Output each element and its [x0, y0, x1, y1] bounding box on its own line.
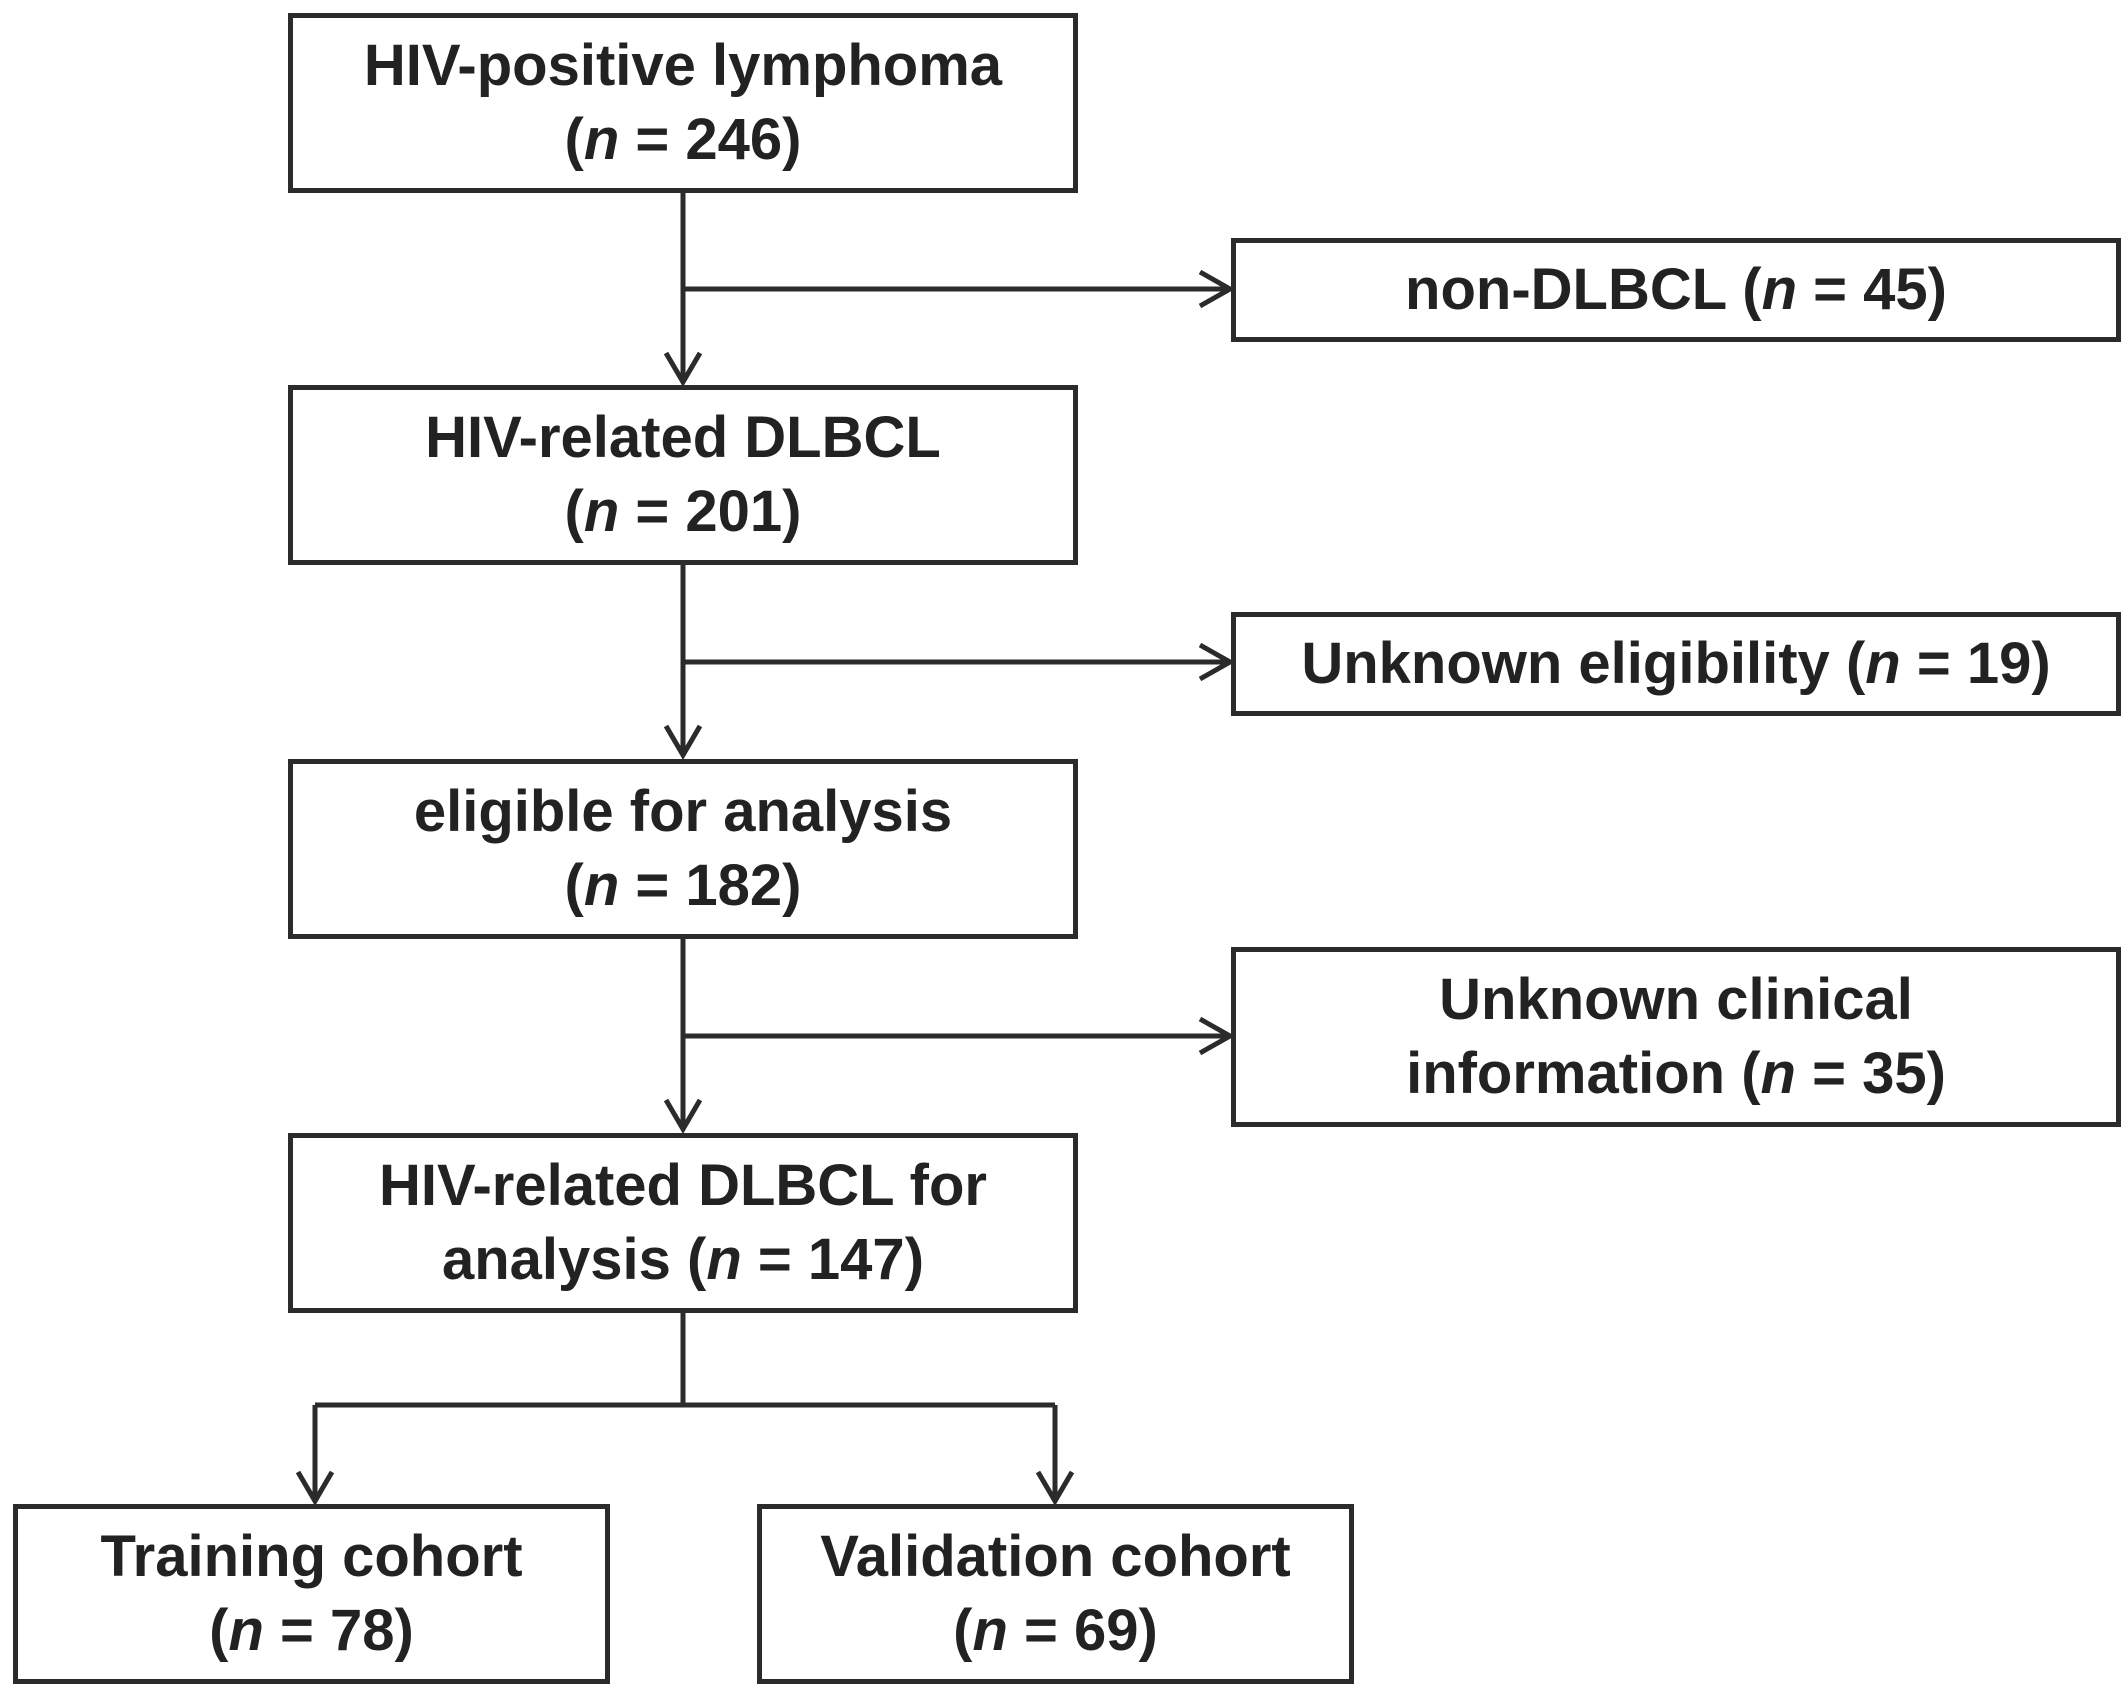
node-hiv-related-dlbcl-for-analysis: HIV-related DLBCL for analysis (n = 147): [288, 1133, 1078, 1313]
node-validation-cohort: Validation cohort (n = 69): [757, 1504, 1354, 1684]
arrowhead-training: [295, 1470, 335, 1506]
node-label: HIV-positive lymphoma: [363, 33, 1003, 98]
node-label-with-count: analysis (n = 147): [441, 1227, 925, 1292]
arrowhead-for-analysis: [663, 1098, 703, 1134]
arrowhead-non-dlbcl: [1198, 269, 1236, 309]
node-label-with-count: Unknown eligibility (n = 19): [1301, 631, 2051, 696]
node-eligible-for-analysis: eligible for analysis (n = 182): [288, 759, 1078, 939]
arrowhead-validation: [1035, 1470, 1075, 1506]
node-unknown-clinical-information: Unknown clinical information (n = 35): [1231, 947, 2121, 1127]
node-count: (n = 182): [564, 853, 802, 918]
node-label: Training cohort: [100, 1524, 523, 1589]
node-non-dlbcl: non-DLBCL (n = 45): [1231, 238, 2121, 342]
node-count: (n = 201): [564, 479, 802, 544]
arrowhead-eligible: [663, 724, 703, 760]
node-training-cohort: Training cohort (n = 78): [13, 1504, 610, 1684]
node-label: eligible for analysis: [413, 779, 953, 844]
node-hiv-related-dlbcl: HIV-related DLBCL (n = 201): [288, 385, 1078, 565]
node-count: (n = 69): [953, 1598, 1158, 1663]
node-label-with-count: information (n = 35): [1406, 1041, 1946, 1106]
node-label: Unknown clinical: [1439, 967, 1913, 1032]
node-count: (n = 246): [564, 107, 802, 172]
node-count: (n = 78): [209, 1598, 414, 1663]
arrowhead-unknown-eligibility: [1198, 642, 1236, 682]
arrowhead-hiv-dlbcl: [663, 351, 703, 387]
node-hiv-positive-lymphoma: HIV-positive lymphoma (n = 246): [288, 13, 1078, 193]
arrowhead-unknown-clinical: [1198, 1016, 1236, 1056]
node-unknown-eligibility: Unknown eligibility (n = 19): [1231, 612, 2121, 716]
node-label: Validation cohort: [820, 1524, 1291, 1589]
node-label: HIV-related DLBCL for: [378, 1153, 987, 1218]
node-label-with-count: non-DLBCL (n = 45): [1405, 257, 1947, 322]
node-label: HIV-related DLBCL: [425, 405, 941, 470]
